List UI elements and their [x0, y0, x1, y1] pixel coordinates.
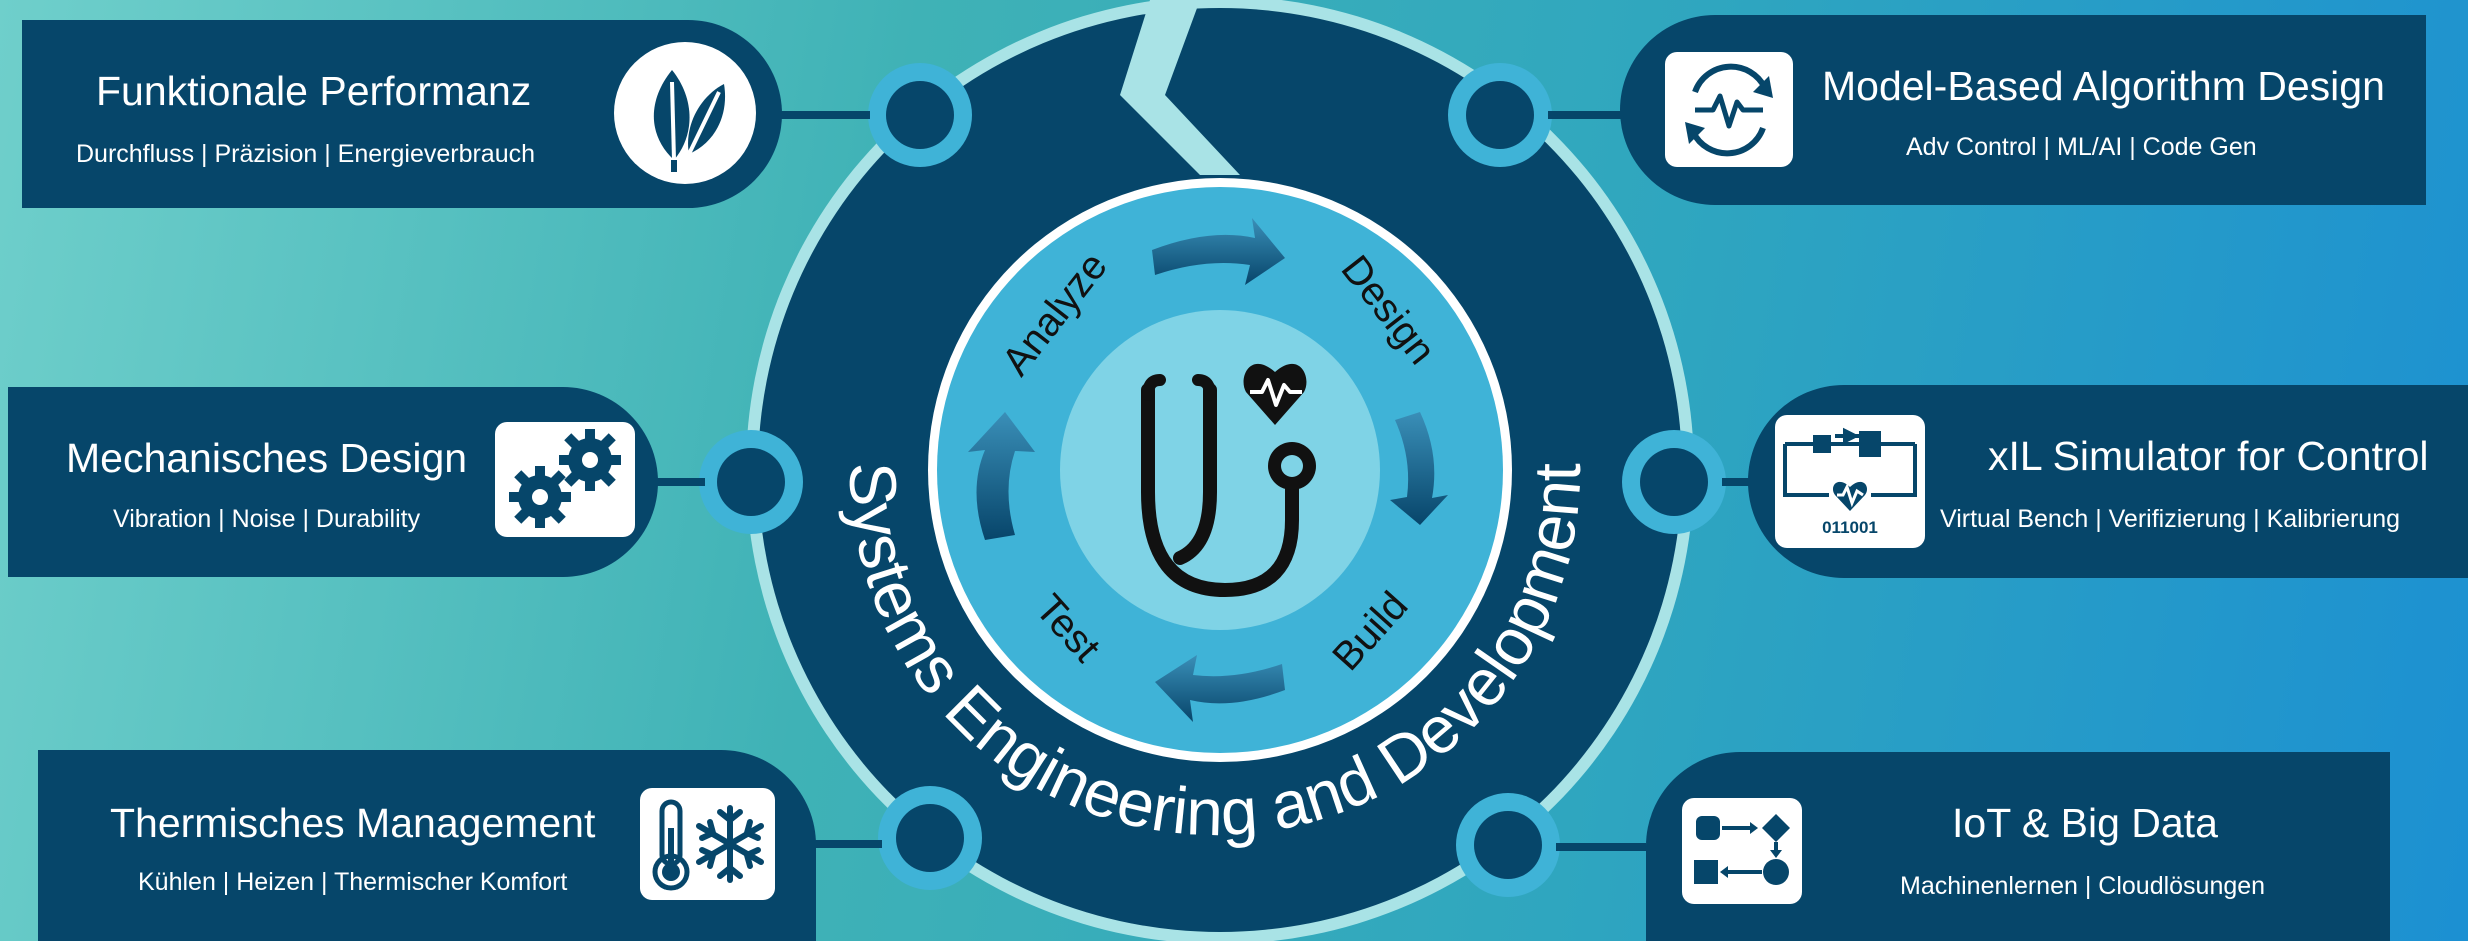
inner-disc — [1060, 310, 1380, 630]
panel-title: xIL Simulator for Control — [1988, 433, 2429, 479]
connector-node-bottom-left — [878, 786, 982, 890]
connector-line-top-left — [780, 111, 870, 119]
connector-line-mid-right — [1722, 478, 1762, 486]
arrow-test-to-analyze — [968, 412, 1035, 540]
panel-thermisches-management: Thermisches Management Kühlen | Heizen |… — [38, 750, 816, 941]
panel-subtitle: Vibration | Noise | Durability — [113, 505, 421, 533]
panel-subtitle: Kühlen | Heizen | Thermischer Komfort — [138, 868, 568, 896]
arrow-analyze-to-design — [1152, 218, 1285, 285]
flowchart-icon — [1682, 798, 1802, 904]
connector-line-bottom-right — [1556, 843, 1646, 851]
gears-icon — [495, 422, 635, 537]
panel-title: IoT & Big Data — [1952, 800, 2218, 846]
cycle-heartbeat-icon — [1665, 52, 1793, 167]
panel-xil-simulator: 011001 xIL Simulator for Control Virtual… — [1748, 385, 2468, 578]
connector-line-bottom-left — [810, 840, 882, 848]
block-diagram-icon: 011001 — [1775, 415, 1925, 548]
stethoscope-icon — [1141, 363, 1316, 598]
connector-line-mid-left — [655, 478, 705, 486]
panel-title: Mechanisches Design — [66, 435, 468, 481]
connector-line-top-right — [1548, 111, 1628, 119]
panel-subtitle: Adv Control | ML/AI | Code Gen — [1906, 133, 2257, 161]
panel-title: Funktionale Performanz — [96, 68, 532, 114]
panel-title: Model-Based Algorithm Design — [1822, 63, 2385, 109]
panel-iot-big-data: IoT & Big Data Machinenlernen | Cloudlös… — [1646, 752, 2390, 941]
arrow-design-to-build — [1390, 412, 1448, 525]
panel-funktionale-performanz: Funktionale Performanz Durchfluss | Präz… — [22, 20, 782, 208]
icon-binary-text: 011001 — [1822, 518, 1878, 537]
panel-mechanisches-design: Mechanisches Design Vibration | Noise | … — [8, 387, 658, 577]
connector-node-top-left — [868, 63, 972, 167]
thermometer-snowflake-icon — [640, 788, 775, 900]
connector-node-bottom-right — [1456, 793, 1560, 897]
top-notch — [1120, 0, 1240, 175]
panel-subtitle: Machinenlernen | Cloudlösungen — [1900, 872, 2266, 900]
connector-node-mid-left — [699, 430, 803, 534]
panel-title: Thermisches Management — [110, 800, 596, 846]
connector-node-mid-right — [1622, 430, 1726, 534]
arrow-build-to-test — [1155, 655, 1285, 722]
panel-subtitle: Durchfluss | Präzision | Energieverbrauc… — [76, 140, 536, 168]
leaf-icon — [614, 42, 756, 184]
panel-subtitle: Virtual Bench | Verifizierung | Kalibrie… — [1940, 505, 2400, 533]
panel-model-based-algorithm-design: Model-Based Algorithm Design Adv Control… — [1620, 15, 2426, 205]
connector-node-top-right — [1448, 63, 1552, 167]
